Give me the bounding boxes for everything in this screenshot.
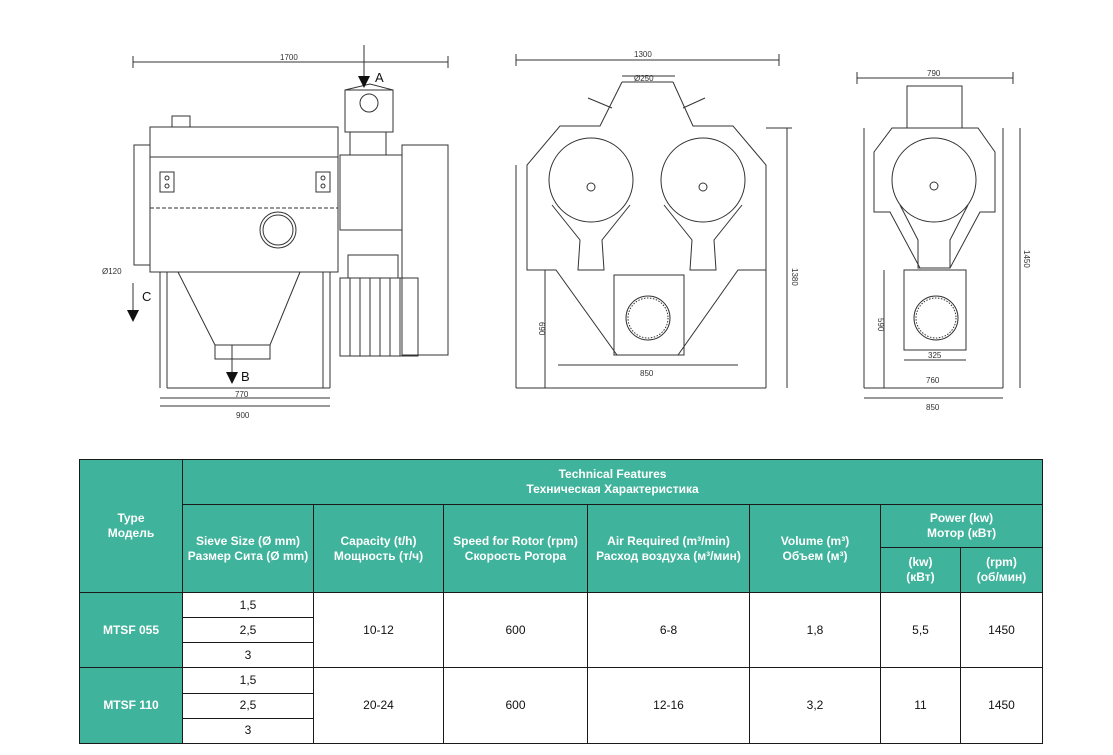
rotor-cell: 600 [443,591,588,669]
features-header-en: Technical Features [558,467,667,482]
rotor-header-ru: Скорость Ротора [464,548,567,563]
port-b-label: B [241,369,250,384]
volume-header-en: Volume (m³) [780,533,850,548]
kw-header-ru: (кВт) [906,569,935,584]
end-outer-dim: 850 [926,403,940,412]
sieve-cell: 2,5 [182,692,314,719]
features-header: Technical Features Техническая Характери… [181,458,1044,506]
air-header: Air Required (m³/min) Расход воздуха (м³… [587,504,750,593]
air-cell: 6-8 [587,591,750,669]
sieve-cell: 2,5 [182,617,314,644]
side-pipe-dim: Ø120 [102,267,122,276]
capacity-header-en: Capacity (t/h) [340,533,417,548]
sieve-cell: 3 [182,642,314,669]
rotor-header-en: Speed for Rotor (rpm) [453,533,578,548]
front-lower-dim: 690 [537,322,546,336]
table-row: 2,5 [80,617,1043,644]
rpm-cell: 1450 [959,591,1044,669]
rpm-header-ru: (об/мин) [976,569,1027,584]
model-cell: MTSF 055 [79,591,183,669]
sieve-cell: 3 [182,717,314,745]
end-base-dim: 760 [926,376,940,385]
capacity-cell: 20-24 [313,667,444,744]
sieve-header: Sieve Size (Ø mm) Размер Сита (Ø mm) [182,504,314,593]
volume-cell: 1,8 [749,591,881,669]
arrow-b-icon [226,372,238,384]
end-motor-dim: 325 [928,351,942,360]
volume-cell: 3,2 [749,667,881,744]
front-inlet-dim: Ø250 [634,74,654,83]
capacity-header-ru: Мощность (т/ч) [333,548,424,563]
table-row: 3 [80,717,1043,745]
sieve-cell: 1,5 [182,667,314,694]
table-row: 3 [80,642,1043,669]
port-c-label: C [142,289,151,304]
capacity-header: Capacity (t/h) Мощность (т/ч) [313,504,444,593]
type-header-en: Type [117,510,145,525]
sieve-header-en: Sieve Size (Ø mm) [195,533,301,548]
air-header-en: Air Required (m³/min) [607,533,730,548]
type-header-ru: Модель [107,525,155,540]
front-base-dim: 850 [640,369,654,378]
power-header-ru: Мотор (кВт) [926,525,997,540]
front-height-dim: 1380 [790,268,799,286]
rpm-header: (rpm) (об/мин) [959,546,1044,593]
end-width-dim: 790 [927,69,941,78]
power-header: Power (kw) Мотор (кВт) [879,504,1044,548]
rotor-header: Speed for Rotor (rpm) Скорость Ротора [443,504,588,593]
side-view-drawing [132,45,449,407]
side-inner-dim: 770 [235,390,249,399]
rpm-cell: 1450 [959,667,1044,744]
technical-drawings: 1700 Ø120 770 900 A B C 1300 Ø250 850 13… [102,45,1031,420]
features-header-ru: Техническая Характеристика [526,482,699,497]
capacity-cell: 10-12 [313,591,444,669]
kw-cell: 11 [880,667,961,744]
end-view-drawing [856,72,1021,399]
kw-header-en: (kw) [908,554,933,569]
technical-features-table: Type Модель Technical Features Техническ… [79,458,1044,745]
sieve-cell: 1,5 [182,591,314,619]
drawings-svg: 1700 Ø120 770 900 A B C 1300 Ø250 850 13… [102,45,1031,420]
power-header-en: Power (kw) [929,510,994,525]
rotor-cell: 600 [443,667,588,744]
sieve-header-ru: Размер Сита (Ø mm) [187,548,309,563]
volume-header: Volume (m³) Объем (м³) [749,504,881,593]
volume-header-ru: Объем (м³) [782,548,848,563]
front-view-drawing [515,54,792,389]
table-row: MTSF 110 1,5 20-24 600 12-16 3,2 11 1450 [79,667,1044,744]
kw-header: (kw) (кВт) [880,546,961,593]
spec-table-container: Type Модель Technical Features Техническ… [79,458,1044,745]
side-width-dim: 1700 [280,53,298,62]
air-cell: 12-16 [587,667,750,744]
table-row: 2,5 [80,692,1043,719]
table-row: MTSF 055 1,5 10-12 600 6-8 1,8 5,5 1450 [79,591,1044,669]
side-base-dim: 900 [236,411,250,420]
end-height-dim: 1450 [1022,250,1031,268]
type-header: Type Модель [79,459,183,593]
kw-cell: 5,5 [880,591,961,669]
model-cell: MTSF 110 [79,667,183,744]
end-lower-dim: 590 [876,318,885,332]
air-header-ru: Расход воздуха (м³/мин) [596,548,741,563]
arrow-c-icon [127,310,139,322]
front-width-dim: 1300 [634,50,652,59]
arrow-a-icon [358,76,370,88]
rpm-header-en: (rpm) [986,554,1017,569]
port-a-label: A [375,70,384,85]
